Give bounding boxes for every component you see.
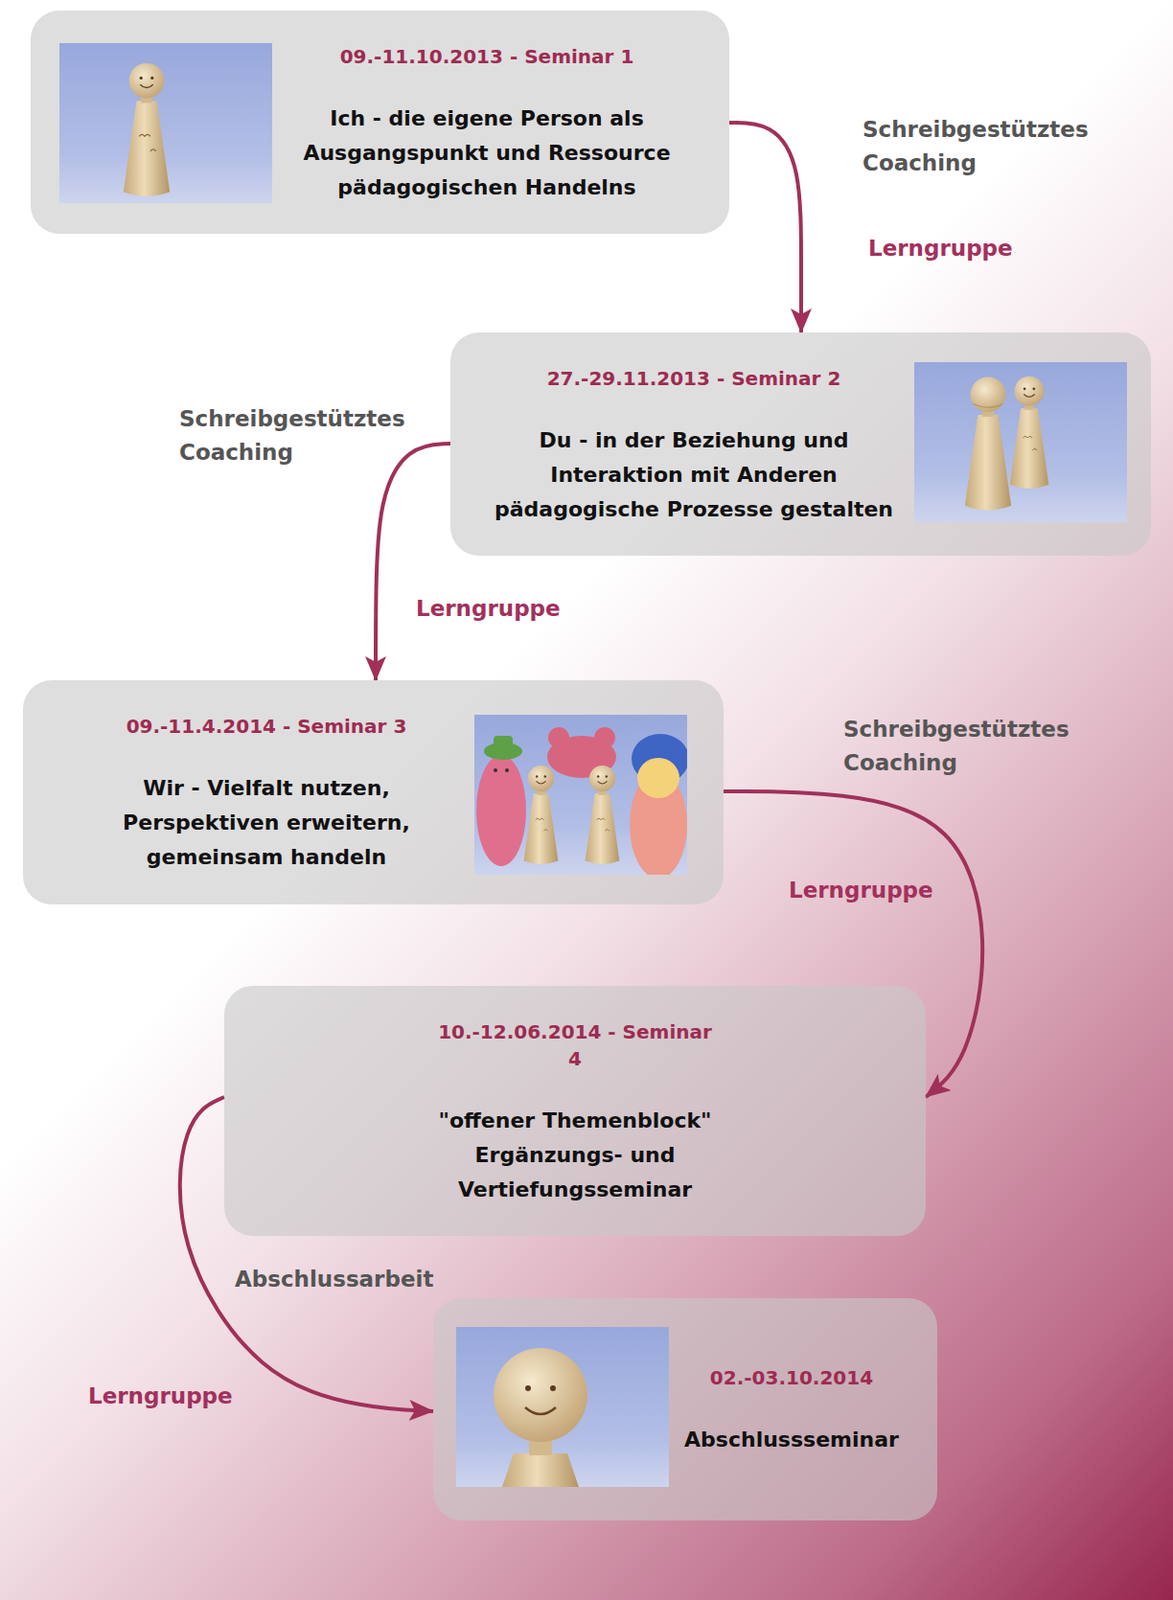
edge-label: Lerngruppe xyxy=(868,231,1013,265)
flow-arrow xyxy=(375,443,451,681)
clay-figure xyxy=(629,734,688,875)
wooden-peg xyxy=(585,765,621,865)
edge-label-box: Lerngruppe xyxy=(415,592,561,625)
date-heading: 02.-03.10.2014 xyxy=(671,1364,912,1392)
peg-figure-photo xyxy=(59,43,273,204)
topic-text: "offener Themenblock" Ergänzungs- und Ve… xyxy=(431,1104,719,1208)
edge-label-box: Lerngruppe xyxy=(88,1380,233,1413)
clay-figure xyxy=(476,736,527,867)
topic-text: Du - in der Beziehung und Interaktion mi… xyxy=(475,423,913,528)
photo-ground xyxy=(59,43,273,204)
note-label-box: Schreibgestütztes Coaching xyxy=(862,113,1103,181)
photo-ground xyxy=(456,1327,669,1488)
note-label: Schreibgestütztes Coaching xyxy=(179,402,419,470)
wooden-peg xyxy=(123,63,170,197)
wooden-peg xyxy=(1010,376,1050,489)
group-photo xyxy=(474,714,688,875)
date-heading: 09.-11.10.2013 - Seminar 1 xyxy=(290,43,684,70)
edge-label: Lerngruppe xyxy=(88,1380,233,1413)
note-label-box: Abschlussarbeit xyxy=(234,1263,434,1297)
note-label: Schreibgestütztes Coaching xyxy=(862,113,1103,181)
wooden-peg xyxy=(965,376,1012,510)
topic-text: Ich - die eigene Person als Ausgangspunk… xyxy=(290,101,684,206)
date-heading: 09.-11.4.2014 - Seminar 3 xyxy=(108,713,425,740)
photo-ground xyxy=(914,362,1127,523)
note-label-box: Schreibgestütztes Coaching xyxy=(843,713,1083,781)
text-column: 09.-11.4.2014 - Seminar 3 Wir - Vielfalt … xyxy=(108,713,425,875)
peg-closeup-photo xyxy=(456,1327,669,1488)
text-column: 10.-12.06.2014 - Seminar 4 "offener Theme… xyxy=(431,1018,719,1208)
edge-label-box: Lerngruppe xyxy=(788,874,934,907)
wooden-peg xyxy=(524,765,559,865)
seminar-box: 10.-12.06.2014 - Seminar 4 "offener Theme… xyxy=(224,986,926,1237)
text-column: 09.-11.10.2013 - Seminar 1 Ich - die eige… xyxy=(290,43,684,206)
note-label: Schreibgestütztes Coaching xyxy=(843,713,1083,781)
note-label: Abschlussarbeit xyxy=(234,1263,434,1297)
text-column: 27.-29.11.2013 - Seminar 2 Du - in der Be… xyxy=(475,365,913,528)
edge-label: Lerngruppe xyxy=(788,874,934,907)
wooden-peg xyxy=(493,1348,588,1488)
two-pegs-photo xyxy=(914,362,1127,523)
note-label-box: Schreibgestütztes Coaching xyxy=(179,402,419,470)
date-heading: 10.-12.06.2014 - Seminar 4 xyxy=(431,1018,719,1073)
topic-text: Abschlussseminar xyxy=(671,1423,912,1458)
topic-text: Wir - Vielfalt nutzen, Perspektiven erwe… xyxy=(108,771,425,875)
edge-label: Lerngruppe xyxy=(415,592,561,625)
edge-label-box: Lerngruppe xyxy=(868,231,1013,265)
date-heading: 27.-29.11.2013 - Seminar 2 xyxy=(475,365,913,392)
flow-arrow xyxy=(729,122,802,333)
text-column: 02.-03.10.2014Abschlussseminar xyxy=(671,1364,912,1458)
